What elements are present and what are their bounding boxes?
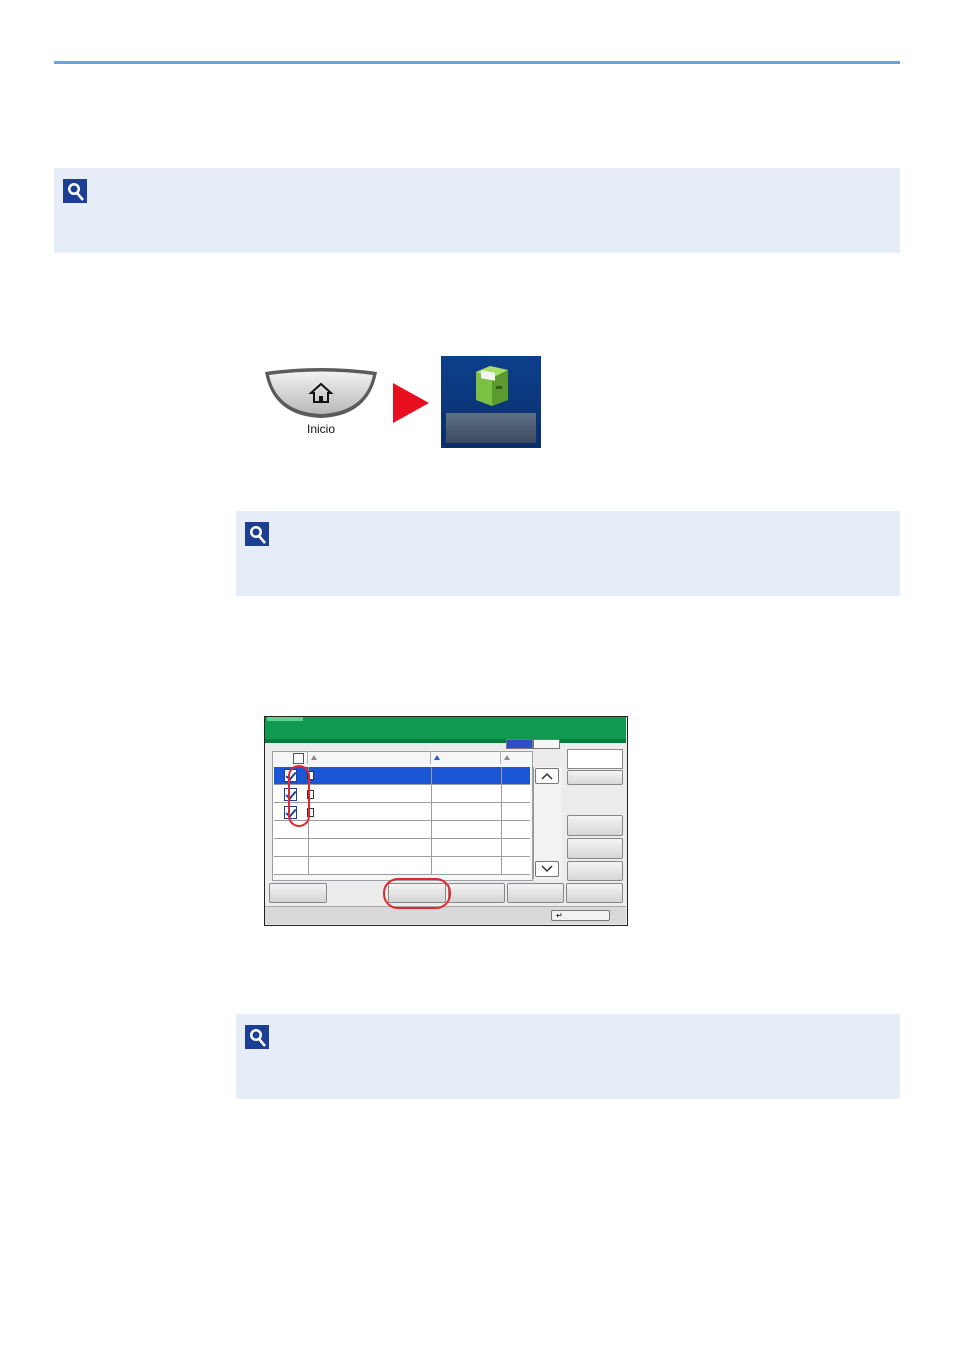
- column-header-name[interactable]: [308, 751, 431, 764]
- bottom-button[interactable]: [448, 883, 505, 903]
- panel-header: [265, 717, 626, 743]
- home-key-label: Inicio: [306, 422, 335, 436]
- arrow-right-icon: [393, 383, 429, 423]
- touch-panel-screen: ↵: [264, 716, 628, 926]
- page-counter: [567, 749, 623, 769]
- list-view-button[interactable]: [506, 739, 533, 749]
- bottom-button[interactable]: [566, 883, 623, 903]
- table-row[interactable]: [274, 839, 530, 857]
- chevron-up-icon: [541, 772, 553, 780]
- table-row[interactable]: [274, 857, 530, 875]
- document-box-tile[interactable]: [441, 356, 541, 448]
- bottom-button[interactable]: [388, 883, 446, 903]
- side-button[interactable]: [567, 838, 623, 859]
- status-bar: [265, 906, 626, 924]
- sort-icon: [504, 755, 510, 760]
- button-highlight-ring: [383, 878, 451, 909]
- home-key-button[interactable]: [263, 368, 379, 444]
- tile-label-band: [446, 413, 536, 443]
- sort-icon: [434, 755, 440, 760]
- checkbox-highlight-ring: [288, 765, 310, 827]
- column-header-size[interactable]: [501, 751, 530, 764]
- checkbox-checked-icon[interactable]: [284, 788, 297, 801]
- side-button[interactable]: [567, 815, 623, 836]
- document-icon: [307, 790, 314, 799]
- note-box: [236, 511, 900, 596]
- panel-header-underline: [265, 739, 626, 743]
- column-header-date[interactable]: [431, 751, 501, 764]
- panel-tab: [267, 717, 303, 721]
- select-all-header[interactable]: [274, 751, 308, 764]
- home-icon: [308, 382, 334, 403]
- note-box: [54, 168, 900, 253]
- note-lightbulb-icon: [245, 522, 269, 546]
- enter-button[interactable]: ↵: [551, 910, 610, 921]
- thumbnail-view-button[interactable]: [533, 739, 560, 749]
- header-rule: [54, 61, 900, 64]
- document-box-icon: [476, 366, 508, 406]
- bottom-button[interactable]: [269, 883, 327, 903]
- note-box: [236, 1014, 900, 1099]
- side-button[interactable]: [567, 861, 623, 881]
- chevron-down-icon: [541, 865, 553, 873]
- bottom-button[interactable]: [507, 883, 564, 903]
- scroll-down-button[interactable]: [535, 861, 559, 877]
- note-lightbulb-icon: [63, 179, 87, 203]
- sort-icon: [311, 755, 317, 760]
- select-all-checkbox[interactable]: [293, 753, 304, 764]
- side-button[interactable]: [567, 770, 623, 785]
- enter-icon: ↵: [556, 911, 563, 920]
- document-icon: [307, 808, 314, 817]
- note-lightbulb-icon: [245, 1025, 269, 1049]
- scroll-up-button[interactable]: [535, 768, 559, 784]
- table-row[interactable]: [274, 821, 530, 839]
- scrollbar[interactable]: [533, 767, 562, 879]
